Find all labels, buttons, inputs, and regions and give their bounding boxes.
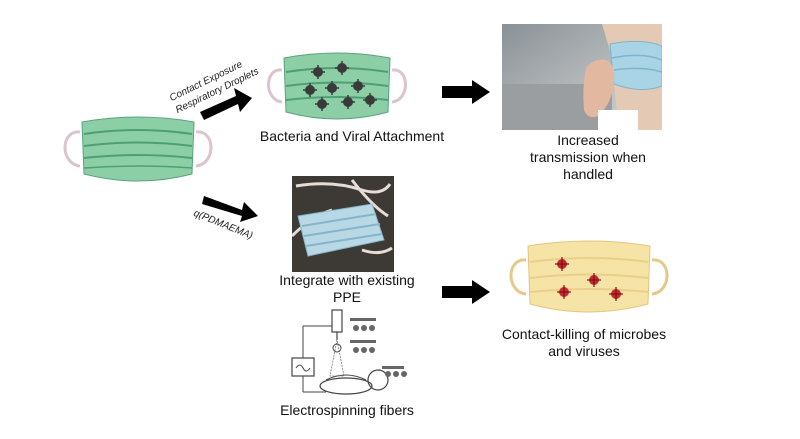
- handled-mask-photo: [502, 24, 662, 130]
- contaminated-mask: [262, 50, 412, 130]
- increased-transmission-caption: Increased transmission when handled: [530, 132, 646, 182]
- bacteria-viral-caption: Bacteria and Viral Attachment: [259, 128, 445, 144]
- electrospinning-caption: Electrospinning fibers: [280, 402, 414, 418]
- electrospinning-schematic: [286, 306, 412, 402]
- contact-killing-caption: Contact-killing of microbes and viruses: [501, 326, 667, 359]
- arrow-right-icon: [196, 84, 256, 124]
- ppe-photo: [292, 176, 394, 272]
- green-mask-main: [58, 112, 218, 192]
- integrate-ppe-caption: Integrate with existing PPE: [279, 272, 415, 305]
- arrow-right-icon: [200, 186, 262, 226]
- arrow-right-icon: [442, 280, 492, 304]
- arrow-right-icon: [442, 80, 492, 104]
- antimicrobial-mask: [504, 238, 674, 322]
